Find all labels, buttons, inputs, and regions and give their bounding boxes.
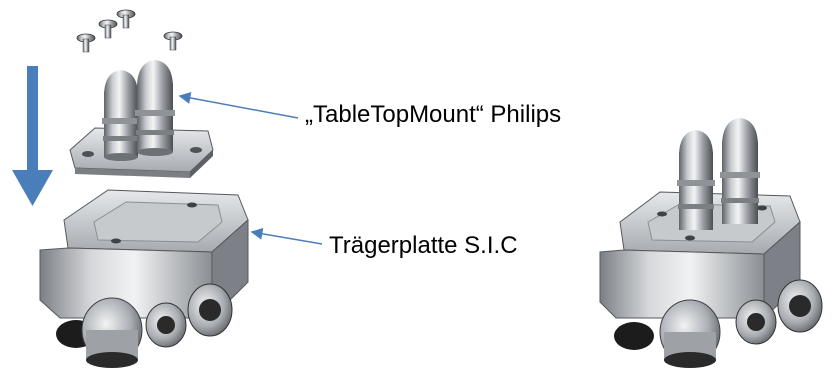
- mount-pin-left: [102, 70, 140, 161]
- mount-pin-right: [135, 60, 175, 156]
- screw-icon: [98, 19, 118, 39]
- assembled-pin-right: [720, 118, 760, 224]
- traegerplatte-part: [39, 189, 249, 368]
- assembled-unit: [599, 118, 823, 368]
- tabletopmount-label: „TableTopMount“ Philips: [305, 101, 562, 128]
- screw-icon: [163, 31, 183, 51]
- traegerplatte-label: Trägerplatte S.I.C: [329, 232, 518, 259]
- screws: [76, 9, 183, 53]
- screw-icon: [116, 9, 136, 29]
- tabletopmount-part: [69, 60, 214, 178]
- assembled-pin-left: [677, 130, 715, 230]
- callout-line-mount: [178, 92, 299, 119]
- down-arrow-icon: [12, 66, 53, 206]
- screw-icon: [76, 33, 96, 53]
- callout-line-plate: [250, 227, 323, 245]
